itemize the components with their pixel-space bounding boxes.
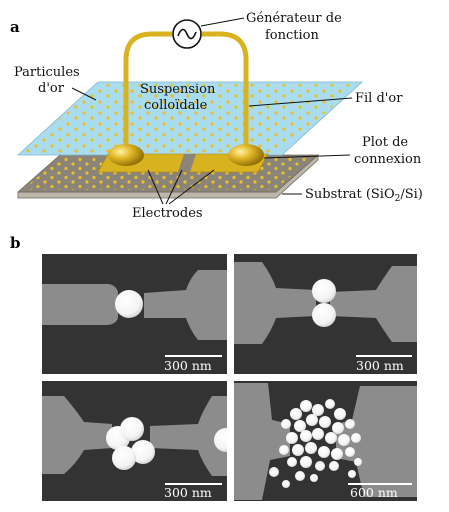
sem3-nanoparticle-3	[131, 440, 155, 464]
electrode-gap	[178, 154, 196, 172]
sem4-particle-aggregate	[269, 399, 362, 488]
scale-label-1: 300 nm	[164, 358, 212, 373]
wire-label: Fil d'or	[355, 91, 403, 106]
sem2-left-electrode	[234, 262, 316, 344]
generator-label-line2: fonction	[265, 28, 320, 43]
sine-wave-icon	[177, 28, 197, 40]
sem3-right-electrode	[150, 396, 227, 476]
electrodes-leader-2	[165, 169, 183, 205]
scale-label-2: 300 nm	[356, 358, 404, 373]
generator-label-line1: Générateur de	[246, 11, 342, 26]
panel-b-letter: b	[10, 234, 21, 252]
pad-label-line2: connexion	[354, 152, 422, 167]
scale-label-4: 600 nm	[350, 485, 398, 500]
electrodes-leader-1	[147, 169, 164, 205]
particles-label-line2: d'or	[38, 81, 65, 96]
sem-image-4	[234, 381, 417, 501]
electrodes-label: Electrodes	[132, 206, 203, 221]
pad-leader	[263, 154, 351, 159]
scale-label-3: 300 nm	[164, 485, 212, 500]
generator-leader	[200, 17, 245, 27]
panel-a: a Générateur de fonction Particules d'or…	[10, 11, 423, 221]
particles-leader	[71, 87, 97, 101]
bonding-pad-left	[108, 144, 144, 166]
sem3-left-electrode	[42, 396, 112, 474]
electrodes-leader-3	[168, 169, 215, 205]
sem1-left-electrode	[42, 284, 118, 325]
gold-particles-liquid	[20, 84, 358, 153]
sem4-left-electrode	[234, 383, 290, 500]
sem2-nanoparticle-top	[312, 279, 336, 303]
sem3-edge-particle	[214, 428, 227, 452]
suspension-label-line2: colloïdale	[144, 98, 208, 113]
suspension-label-line1: Suspension	[140, 82, 216, 97]
sem1-nanoparticle	[115, 290, 143, 318]
sem1-right-electrode	[144, 270, 227, 340]
panel-b: b	[10, 234, 417, 501]
particles-label-line1: Particules	[14, 65, 80, 80]
substrate-label: Substrat (SiO2/Si)	[305, 187, 423, 204]
sem2-right-electrode	[330, 266, 417, 342]
wire-leader	[248, 97, 353, 107]
sem3-nanoparticle-2	[120, 417, 144, 441]
sem-image-1	[42, 254, 227, 374]
sem-image-3	[42, 381, 227, 501]
sem4-right-electrode	[336, 386, 417, 497]
gold-wire-left	[123, 31, 172, 156]
sem-image-2	[234, 254, 417, 374]
pad-label-line1: Plot de	[362, 135, 408, 150]
panel-a-letter: a	[10, 18, 20, 36]
sem2-nanoparticle-bottom	[312, 303, 336, 327]
gold-wire-right	[202, 31, 249, 156]
bonding-pad-right	[228, 144, 264, 166]
sem3-nanoparticle-4	[112, 446, 136, 470]
